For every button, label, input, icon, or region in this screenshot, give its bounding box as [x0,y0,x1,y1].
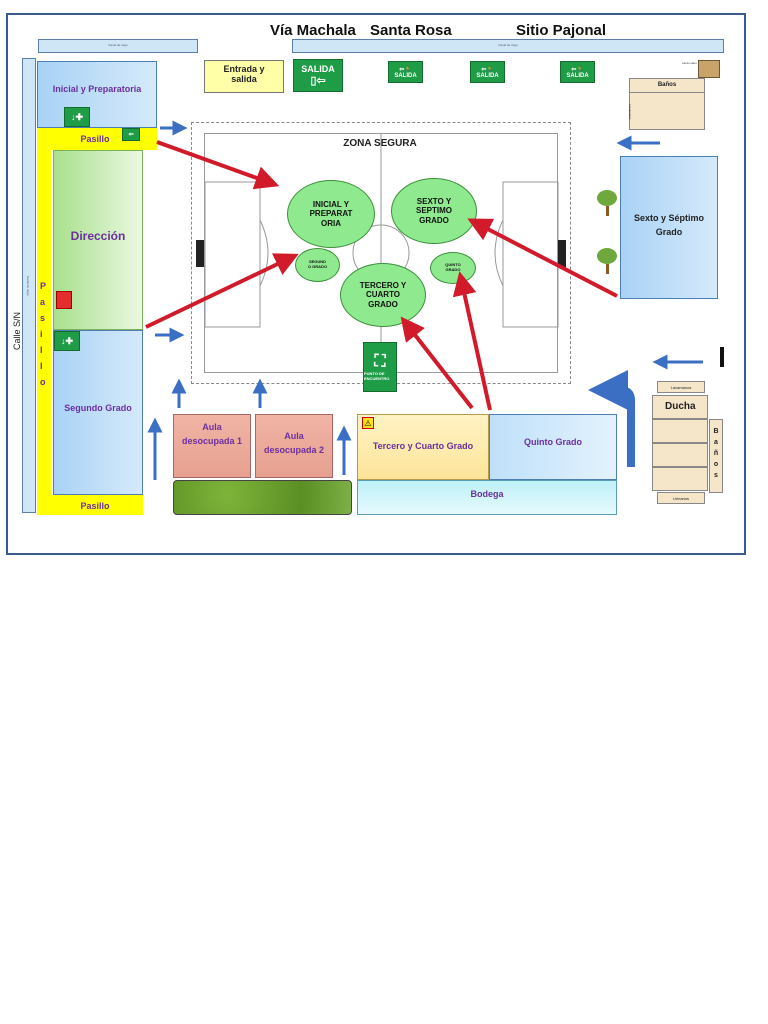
tree-icon-2 [596,248,618,274]
canal-top-left: Canal de riego [38,39,198,53]
exit-sign-main-text: SALIDA [301,64,335,74]
meeting-point-icon: ⛶ [374,353,386,370]
pasillo-top-label: Pasillo [80,134,110,144]
title-sitio-pajonal: Sitio Pajonal [516,22,607,39]
exit-box-pasillo: ⇦ [122,128,140,141]
evac-arrow-tercero [400,316,474,410]
room-tercero: Tercero y Cuarto Grado [357,414,489,480]
room-sexto: Sexto y Séptimo Grado [620,156,718,299]
urinarios: Urinarios [657,492,705,504]
entrance-label: Entrada y salida [223,64,265,84]
room-direccion-label: Dirección [70,229,126,243]
bano-stall-2 [652,443,708,467]
room-aula2: Aula desocupada 2 [255,414,333,478]
zone-circle-tercero-label: TERCERO Y CUARTO GRADO [359,280,407,309]
meeting-point-sign: ⛶ PUNTO DE ENCUENTRO [363,342,397,392]
room-segundo-label: Segundo Grado [64,403,132,413]
room-ducha: Ducha [652,395,708,419]
room-tercero-label: Tercero y Cuarto Grado [372,441,474,451]
corridor-vertical [37,128,51,515]
exit-arrow-icon: ⇦🏃 [571,66,584,73]
meeting-point-label: PUNTO DE ENCUENTRO [364,371,390,381]
bano-stall-1 [652,419,708,443]
canal-top-right: Canal de riego [292,39,724,53]
room-inicial-label: Inicial y Preparatoria [52,84,142,94]
zone-circle-segundo-label: SEGUND O GRADO [307,259,328,269]
evac-arrow-segundo [145,253,299,329]
exit-arrow-icon: ⇦🏃 [481,66,494,73]
exit-arrow-icon: ⇦🏃 [399,66,412,73]
room-aula1: Aula desocupada 1 [173,414,251,478]
bano-stall-3 [652,467,708,491]
banos-divider [630,92,704,93]
lavabo-small-icon [698,60,720,78]
flow-arrow-9 [588,370,635,467]
entrance-box: Entrada y salida [204,60,284,93]
pasillo-bottom-label: Pasillo [80,501,110,511]
corridor-bottom [37,495,143,515]
zone-circle-quinto-label: QUINTO GRADO [445,262,461,272]
exit-sign-2-text: SALIDA [476,72,499,79]
lavamanos-right-label: Lavamanos [670,385,692,390]
urinarios-label: Urinarios [672,496,689,501]
room-aula2-label: Aula desocupada 2 [263,431,325,455]
room-bodega: Bodega [357,480,617,515]
evac-arrow-inicial [156,140,280,190]
lavamanos-top-label: Lavamanos [628,104,632,120]
lavamanos-right: Lavamanos [657,381,705,393]
exit-sign-2: ⇦🏃SALIDA [470,61,505,83]
fire-extinguisher-icon [56,291,72,309]
room-ducha-label: Ducha [665,401,696,412]
safe-zone-label: ZONA SEGURA [343,138,417,149]
room-banos-right-label: Baños [713,428,719,479]
exit-sign-main: SALIDA ▯⇦ [293,59,343,92]
title-santa-rosa: Santa Rosa [370,22,452,39]
gate-marker [720,347,724,367]
grass-area [173,480,352,515]
zone-circle-tercero: TERCERO Y CUARTO GRADO [340,263,426,327]
exit-sign-1: ⇦🏃SALIDA [388,61,423,83]
zone-circle-segundo: SEGUND O GRADO [295,248,340,282]
exit-door-icon: ▯⇦ [310,75,326,87]
room-inicial: Inicial y Preparatoria [37,61,157,128]
canal-vertical: Canal de riego [22,58,36,513]
room-quinto-label: Quinto Grado [524,437,582,447]
room-banos-top: Baños [629,78,705,130]
room-banos-top-label: Baños [657,82,677,88]
exit-box-segundo: ↓✚ [54,331,80,351]
zone-circle-inicial-label: INICIAL Y PREPARAT ORIA [309,199,353,228]
room-bodega-label: Bodega [470,489,504,499]
zone-circle-inicial: INICIAL Y PREPARAT ORIA [287,180,375,248]
tree-icon-1 [596,190,618,216]
exit-sign-1-text: SALIDA [394,72,417,79]
pasillo-vertical-label: Pasillo [40,281,56,387]
lavabo-small-label: Lava mano [682,61,697,65]
room-segundo: Segundo Grado [53,330,143,495]
room-quinto: Quinto Grado [489,414,617,480]
title-via-machala: Vía Machala [270,22,356,39]
evac-arrow-sexto [467,218,618,298]
room-banos-right: Baños [709,419,723,493]
evac-arrow-quinto [452,271,492,411]
exit-box-inicial: ↓✚ [64,107,90,127]
warning-icon: ⚠ [362,417,374,429]
exit-sign-3-text: SALIDA [566,72,589,79]
exit-sign-3: ⇦🏃SALIDA [560,61,595,83]
room-sexto-label: Sexto y Séptimo Grado [633,213,705,237]
zone-circle-sexto-label: SEXTO Y SEPTIMO GRADO [415,196,452,225]
room-aula1-label: Aula desocupada 1 [181,422,243,446]
zone-circle-sexto: SEXTO Y SEPTIMO GRADO [391,178,477,244]
